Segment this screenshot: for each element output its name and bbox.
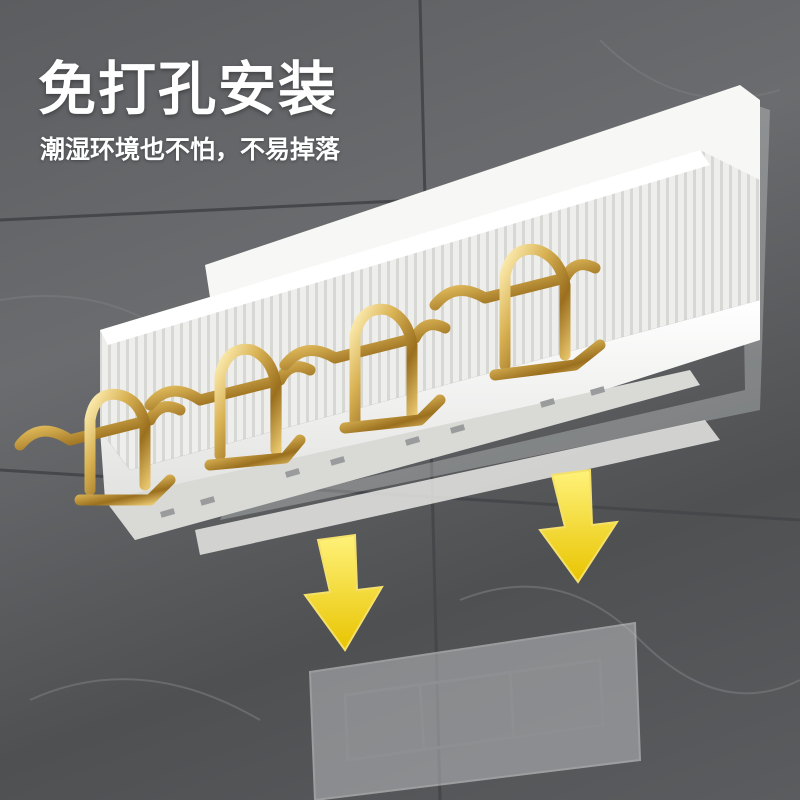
hook-1: [14, 388, 186, 506]
hook-4: [429, 243, 606, 381]
mounting-base: [195, 420, 720, 555]
down-arrow-icon: [538, 468, 620, 584]
wall-rack: [100, 85, 760, 540]
hook-2: [144, 343, 316, 471]
hook-3: [279, 303, 451, 434]
adhesive-pad: [308, 621, 642, 800]
down-arrow-icon: [303, 533, 384, 652]
subheadline: 潮湿环境也不怕，不易掉落: [40, 135, 341, 164]
headline: 免打孔安装: [38, 55, 339, 123]
gold-hooks: [14, 243, 606, 506]
